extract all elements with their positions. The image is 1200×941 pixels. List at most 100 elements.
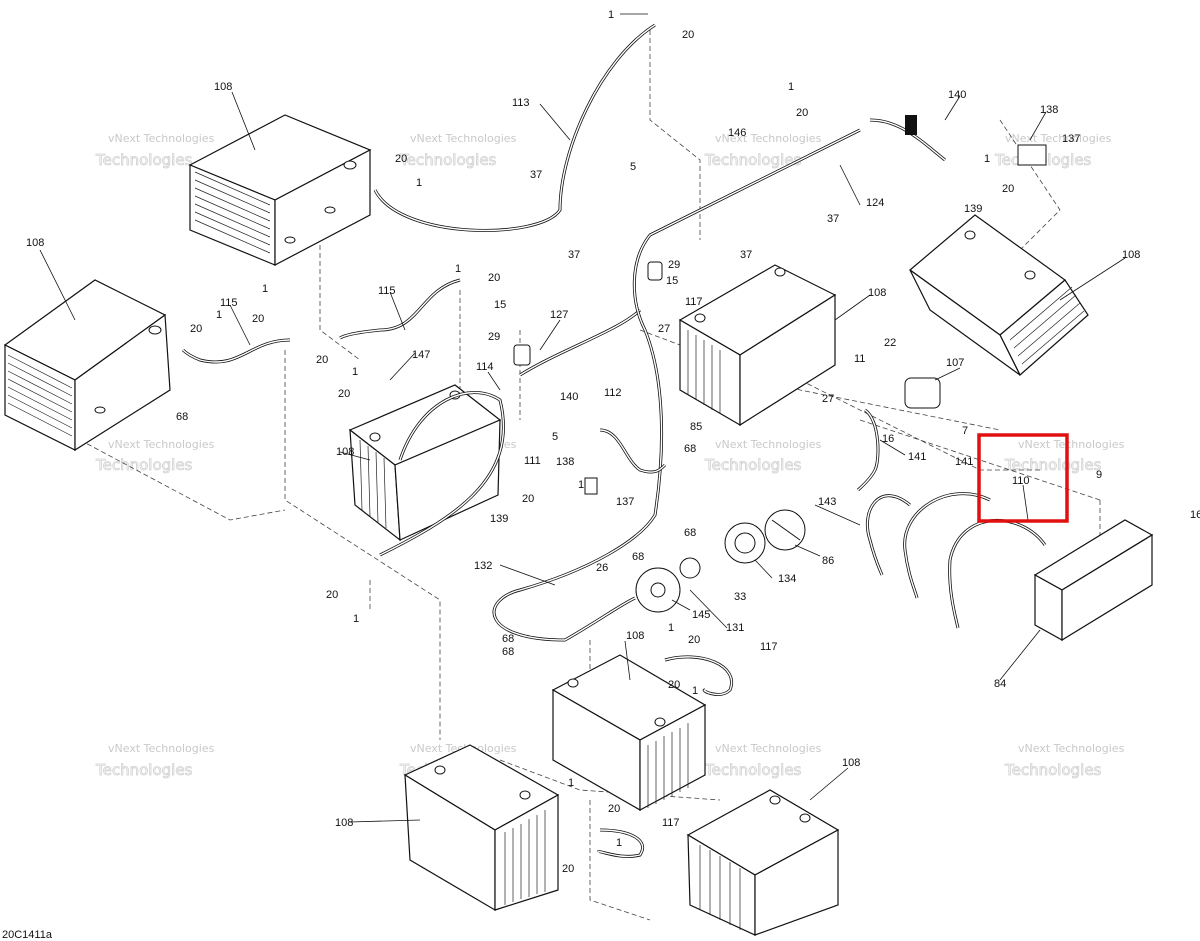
part-label: 127 (550, 309, 568, 321)
part-label: 1 (616, 837, 622, 849)
battery-left (3, 279, 171, 452)
leader-lines (39, 13, 1126, 823)
part-label: 37 (740, 249, 752, 261)
battery-top-left (188, 114, 372, 266)
part-label: 141 (908, 451, 926, 463)
part-label: 147 (412, 349, 430, 361)
part-label: 1 (352, 366, 358, 378)
part-label: 16 (882, 433, 894, 445)
part-labels: 108 108 108 108 108 108 108 108 113 37 1… (26, 9, 1200, 875)
part-label: 108 (26, 237, 44, 249)
part-label: 1 (692, 685, 698, 697)
watermark-text: vNext Technologies (1018, 438, 1125, 451)
part-label: 29 (668, 259, 680, 271)
part-label: 20 (316, 354, 328, 366)
part-label: 137 (1062, 133, 1080, 145)
part-label: 124 (866, 197, 884, 209)
part-label: 146 (728, 127, 746, 139)
part-label: 138 (556, 456, 574, 468)
part-label: 112 (604, 387, 622, 399)
part-label: 137 (616, 496, 634, 508)
part-label: 20 (252, 313, 264, 325)
part-label: 9 (1096, 469, 1102, 481)
battery-top-right (909, 214, 1089, 376)
watermark-text: Technologies (704, 761, 802, 779)
part-label: 5 (630, 161, 636, 173)
part-label: 29 (488, 331, 500, 343)
part-label: 86 (822, 555, 834, 567)
watermark-text: Technologies (704, 456, 802, 474)
part-label: 68 (684, 527, 696, 539)
watermarks: vNext Technologies Technologies vNext Te… (95, 132, 1125, 779)
watermark-text: Technologies (95, 761, 193, 779)
part-label: 20 (338, 388, 350, 400)
part-label: 16 (1190, 509, 1200, 521)
part-label: 1 (984, 153, 990, 165)
part-label: 131 (726, 622, 744, 634)
part-label: 37 (827, 213, 839, 225)
part-label: 117 (685, 296, 703, 308)
part-label: 15 (494, 299, 506, 311)
part-label: 145 (692, 609, 710, 621)
part-label: 20 (488, 272, 500, 284)
watermark-text: vNext Technologies (715, 742, 822, 755)
part-label: 132 (474, 560, 492, 572)
watermark-text: vNext Technologies (1005, 132, 1112, 145)
part-label-highlighted: 110 (1012, 475, 1030, 487)
part-label: 115 (220, 297, 238, 309)
part-label: 20 (682, 29, 694, 41)
part-label: 141 (955, 456, 973, 468)
part-label: 108 (336, 446, 354, 458)
watermark-text: Technologies (95, 456, 193, 474)
part-label: 1 (216, 309, 222, 321)
watermark-text: Technologies (1004, 761, 1102, 779)
part-label: 27 (658, 323, 670, 335)
part-label: 15 (666, 275, 678, 287)
part-label: 68 (502, 633, 514, 645)
battery-bottom-center (551, 654, 707, 812)
part-label: 7 (962, 425, 968, 437)
battery-bottom-left (403, 744, 560, 912)
watermark-text: vNext Technologies (410, 132, 517, 145)
part-label: 139 (964, 203, 982, 215)
part-label: 37 (568, 249, 580, 261)
part-label: 20 (608, 803, 620, 815)
battery-bottom-right (686, 789, 840, 936)
part-label: 108 (1122, 249, 1140, 261)
part-label: 1 (608, 9, 614, 21)
watermark-text: vNext Technologies (108, 438, 215, 451)
part-label: 108 (626, 630, 644, 642)
watermark-text: Technologies (399, 151, 497, 169)
part-label: 68 (684, 443, 696, 455)
part-label: 1 (668, 622, 674, 634)
part-label: 1 (578, 479, 584, 491)
part-label: 68 (502, 646, 514, 658)
part-label: 20 (326, 589, 338, 601)
part-label: 143 (818, 496, 836, 508)
watermark-text: Technologies (95, 151, 193, 169)
part-label: 138 (1040, 104, 1058, 116)
battery-center-left (348, 384, 502, 542)
part-label: 20 (668, 679, 680, 691)
part-label: 1 (568, 777, 574, 789)
part-label: 108 (214, 81, 232, 93)
part-label: 33 (734, 591, 746, 603)
part-label: 68 (632, 551, 644, 563)
part-label: 1 (788, 81, 794, 93)
part-label: 20 (190, 323, 202, 335)
watermark-text: vNext Technologies (715, 438, 822, 451)
watermark-text: Technologies (704, 151, 802, 169)
fuse-box-84 (1033, 519, 1154, 642)
watermark-text: vNext Technologies (1018, 742, 1125, 755)
part-label: 84 (994, 678, 1006, 690)
part-label: 11 (854, 353, 865, 365)
part-label: 1 (262, 283, 268, 295)
part-label: 134 (778, 573, 796, 585)
watermark-text: vNext Technologies (715, 132, 822, 145)
part-label: 1 (416, 177, 422, 189)
part-label: 113 (512, 97, 530, 109)
part-label: 20 (688, 634, 700, 646)
part-label: 108 (842, 757, 860, 769)
part-label: 140 (948, 89, 966, 101)
